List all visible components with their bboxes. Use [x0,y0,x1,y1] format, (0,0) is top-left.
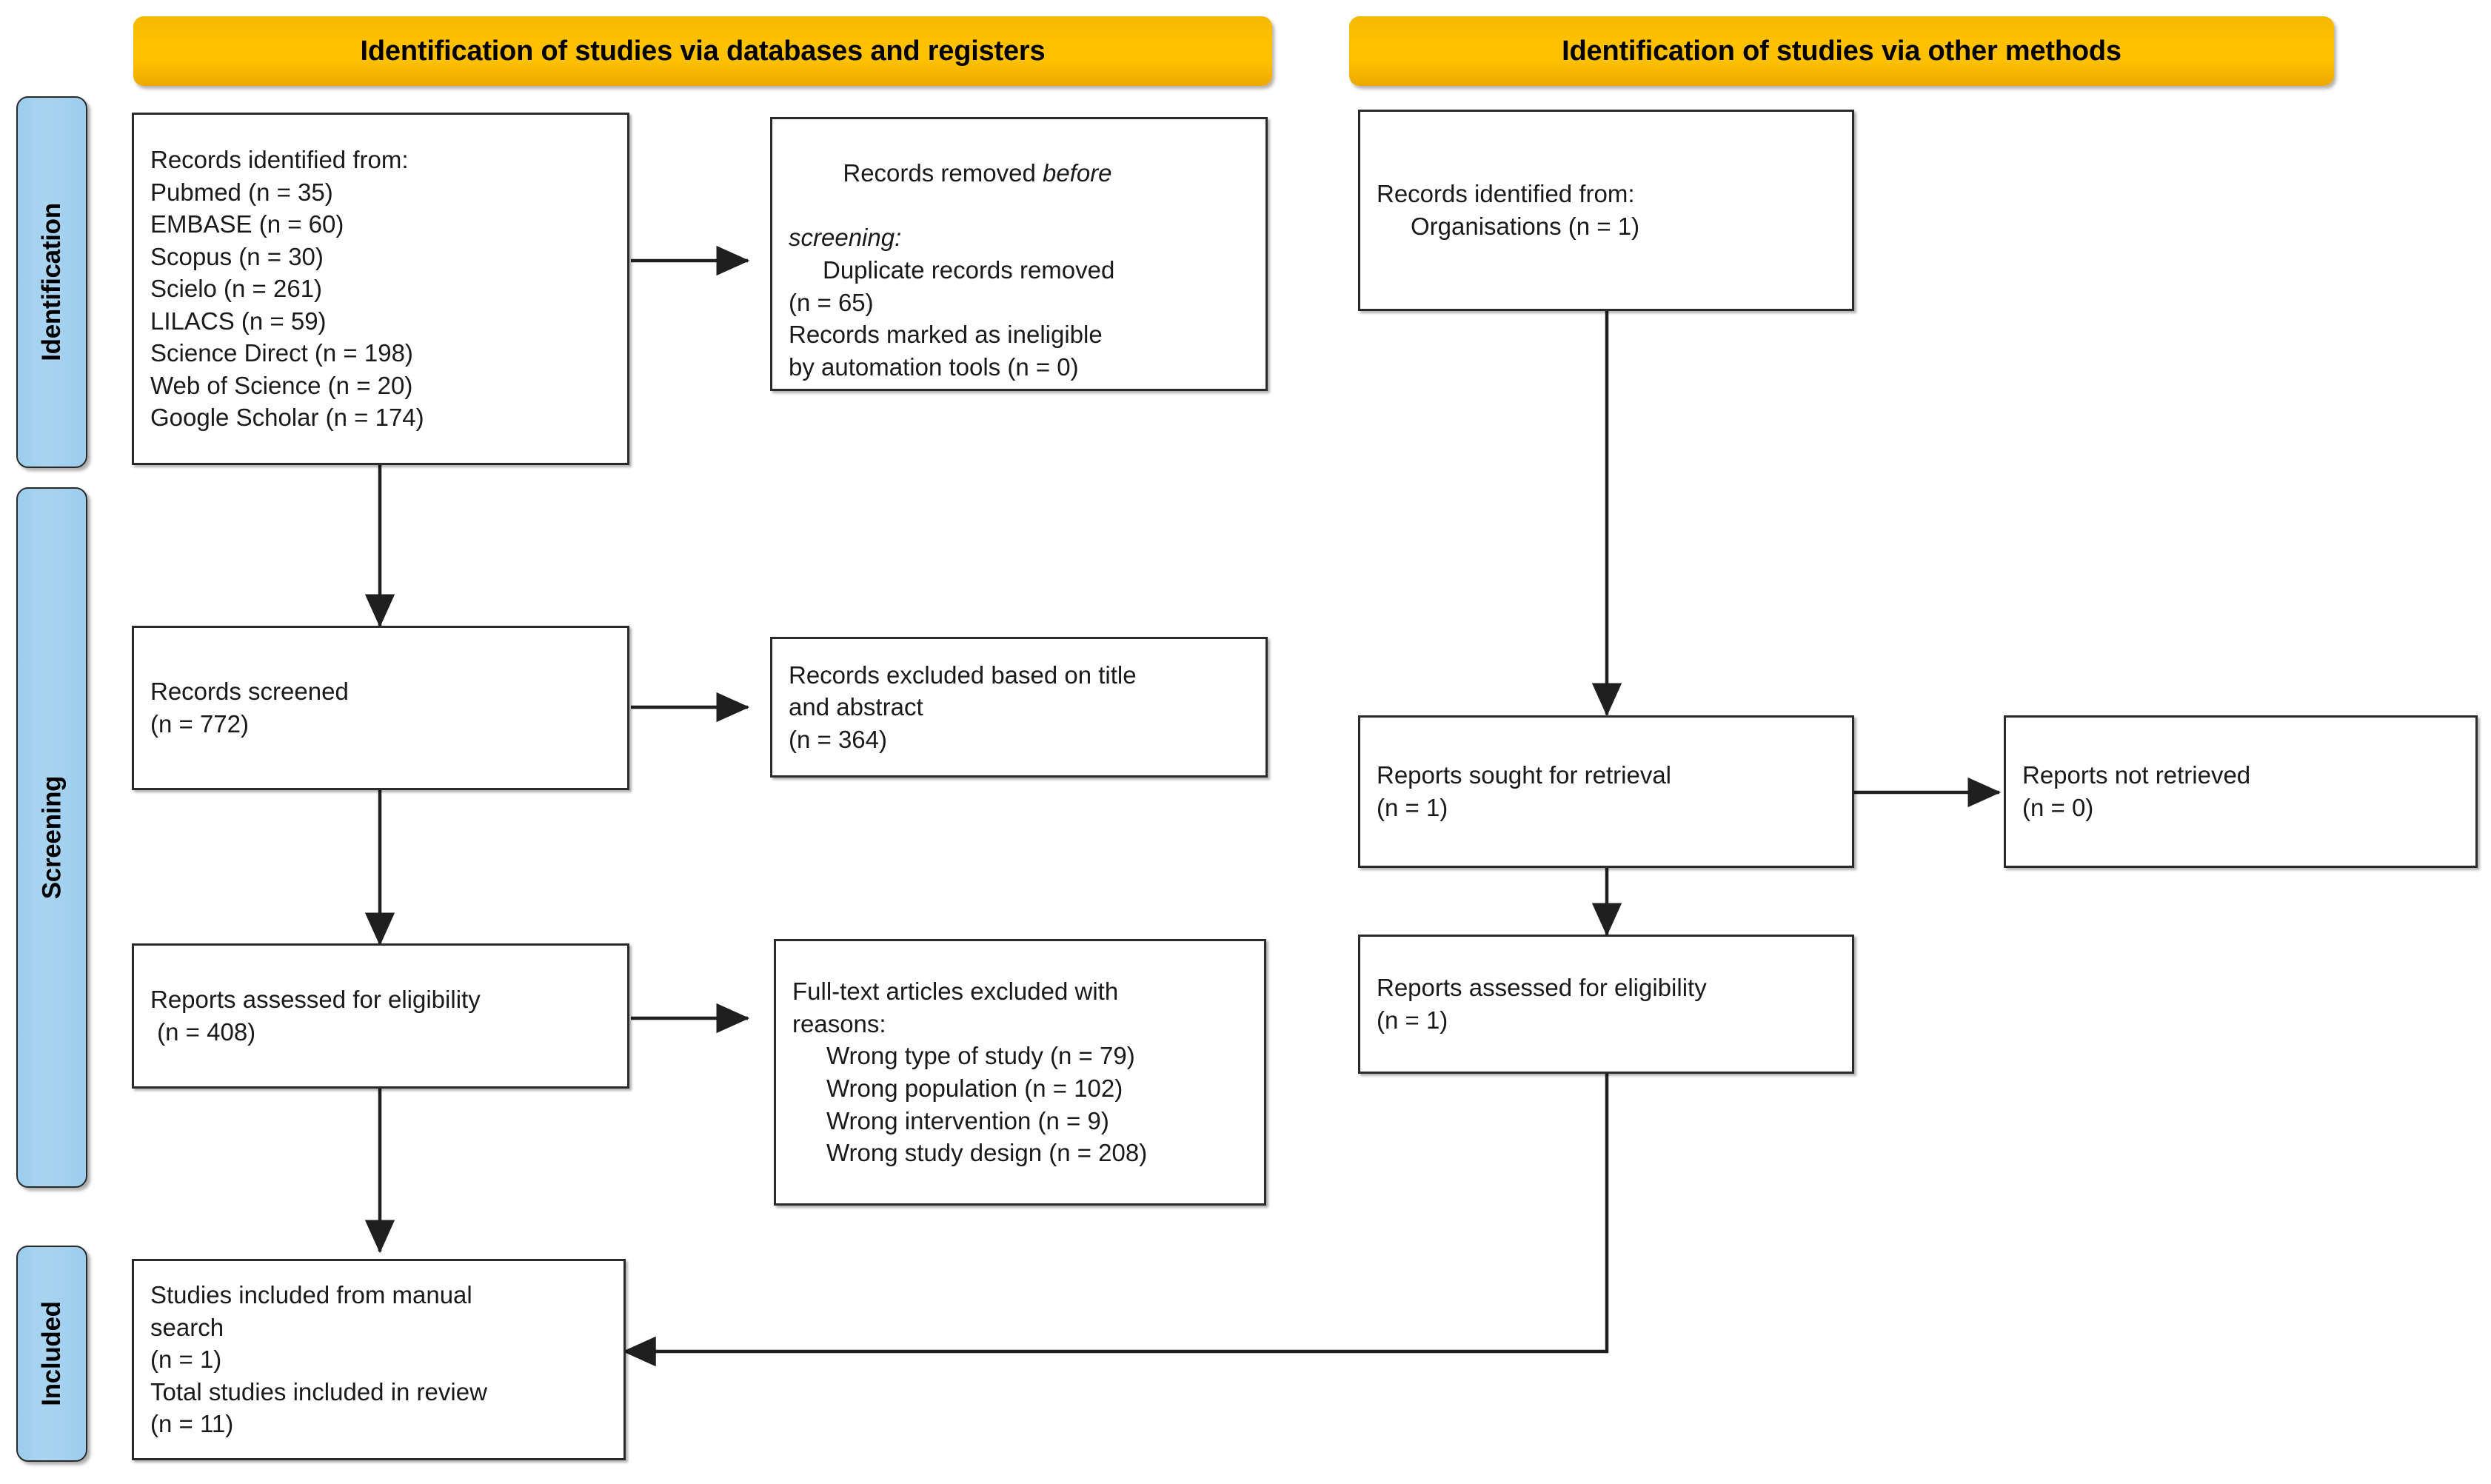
reports-assessed-right-count: (n = 1) [1377,1006,1448,1034]
records-screened-count: (n = 772) [150,710,249,738]
fulltext-excluded-reason: Wrong population (n = 102) [826,1074,1123,1102]
fulltext-excluded-reason: Wrong study design (n = 208) [826,1139,1148,1167]
records-removed-line1a: Records removed [843,159,1043,187]
fulltext-excluded-line1: Full-text articles excluded with [792,977,1119,1006]
box-reports-sought-for-retrieval: Reports sought for retrieval (n = 1) [1358,715,1854,868]
box-studies-included: Studies included from manual search (n =… [132,1259,626,1460]
records-identified-other-title: Records identified from: [1377,180,1635,208]
records-identified-source: Google Scholar (n = 174) [150,404,424,432]
reports-sought-count: (n = 1) [1377,794,1448,821]
reports-assessed-right-label: Reports assessed for eligibility [1377,974,1707,1002]
stage-label-included-text: Included [37,1301,66,1406]
header-bar-databases-label: Identification of studies via databases … [360,35,1046,67]
stage-label-screening: Screening [16,487,87,1188]
box-reports-assessed-eligibility-right: Reports assessed for eligibility (n = 1) [1358,935,1854,1074]
records-identified-source: Pubmed (n = 35) [150,178,333,206]
box-records-removed-before-screening: Records removed before screening: Duplic… [770,117,1268,391]
records-removed-item1-count: (n = 65) [789,288,874,316]
fulltext-excluded-reason: Wrong type of study (n = 79) [826,1042,1135,1070]
records-removed-item1: Duplicate records removed [823,256,1115,284]
reports-not-retrieved-count: (n = 0) [2022,794,2094,821]
box-reports-assessed-eligibility-left: Reports assessed for eligibility (n = 40… [132,943,629,1089]
records-excluded-line1: Records excluded based on title [789,661,1137,689]
records-excluded-line2: and abstract [789,693,923,721]
header-bar-other-methods-label: Identification of studies via other meth… [1562,35,2121,67]
records-excluded-count: (n = 364) [789,725,887,753]
reports-sought-label: Reports sought for retrieval [1377,761,1672,789]
box-records-excluded: Records excluded based on title and abst… [770,637,1268,778]
records-identified-source: Web of Science (n = 20) [150,371,413,399]
records-screened-label: Records screened [150,678,349,706]
reports-assessed-left-label: Reports assessed for eligibility [150,986,481,1014]
records-identified-other-source: Organisations (n = 1) [1411,213,1640,240]
header-bar-databases: Identification of studies via databases … [133,16,1272,86]
header-bar-other-methods: Identification of studies via other meth… [1349,16,2334,86]
studies-included-line1: Studies included from manual [150,1281,472,1309]
box-records-identified-databases: Records identified from: Pubmed (n = 35)… [132,113,629,465]
records-identified-source: EMBASE (n = 60) [150,210,344,238]
records-removed-item2: Records marked as ineligible [789,321,1103,349]
studies-included-count2: (n = 11) [150,1410,234,1438]
box-reports-not-retrieved: Reports not retrieved (n = 0) [2004,715,2478,868]
fulltext-excluded-line2: reasons: [792,1009,886,1037]
records-removed-item2-count: by automation tools (n = 0) [789,352,1079,381]
reports-assessed-left-count: (n = 408) [150,1018,256,1046]
records-identified-title: Records identified from: [150,146,409,174]
stage-label-identification: Identification [16,96,87,468]
box-records-identified-other-methods: Records identified from: Organisations (… [1358,110,1854,311]
records-removed-line2-italic: screening: [789,224,902,252]
stage-label-included: Included [16,1246,87,1462]
records-identified-source: Science Direct (n = 198) [150,339,413,367]
stage-label-screening-text: Screening [37,775,66,900]
box-records-screened: Records screened (n = 772) [132,626,629,790]
fulltext-excluded-reason: Wrong intervention (n = 9) [826,1106,1109,1134]
reports-not-retrieved-label: Reports not retrieved [2022,761,2251,789]
stage-label-identification-text: Identification [37,203,67,361]
records-identified-source: Scopus (n = 30) [150,242,324,270]
records-removed-line1b-italic: before [1042,159,1112,187]
studies-included-line2: search [150,1313,224,1341]
box-fulltext-articles-excluded: Full-text articles excluded with reasons… [774,939,1266,1206]
studies-included-count1: (n = 1) [150,1346,222,1374]
studies-included-line3: Total studies included in review [150,1377,487,1406]
records-identified-source: Scielo (n = 261) [150,275,323,303]
records-identified-source: LILACS (n = 59) [150,307,327,335]
